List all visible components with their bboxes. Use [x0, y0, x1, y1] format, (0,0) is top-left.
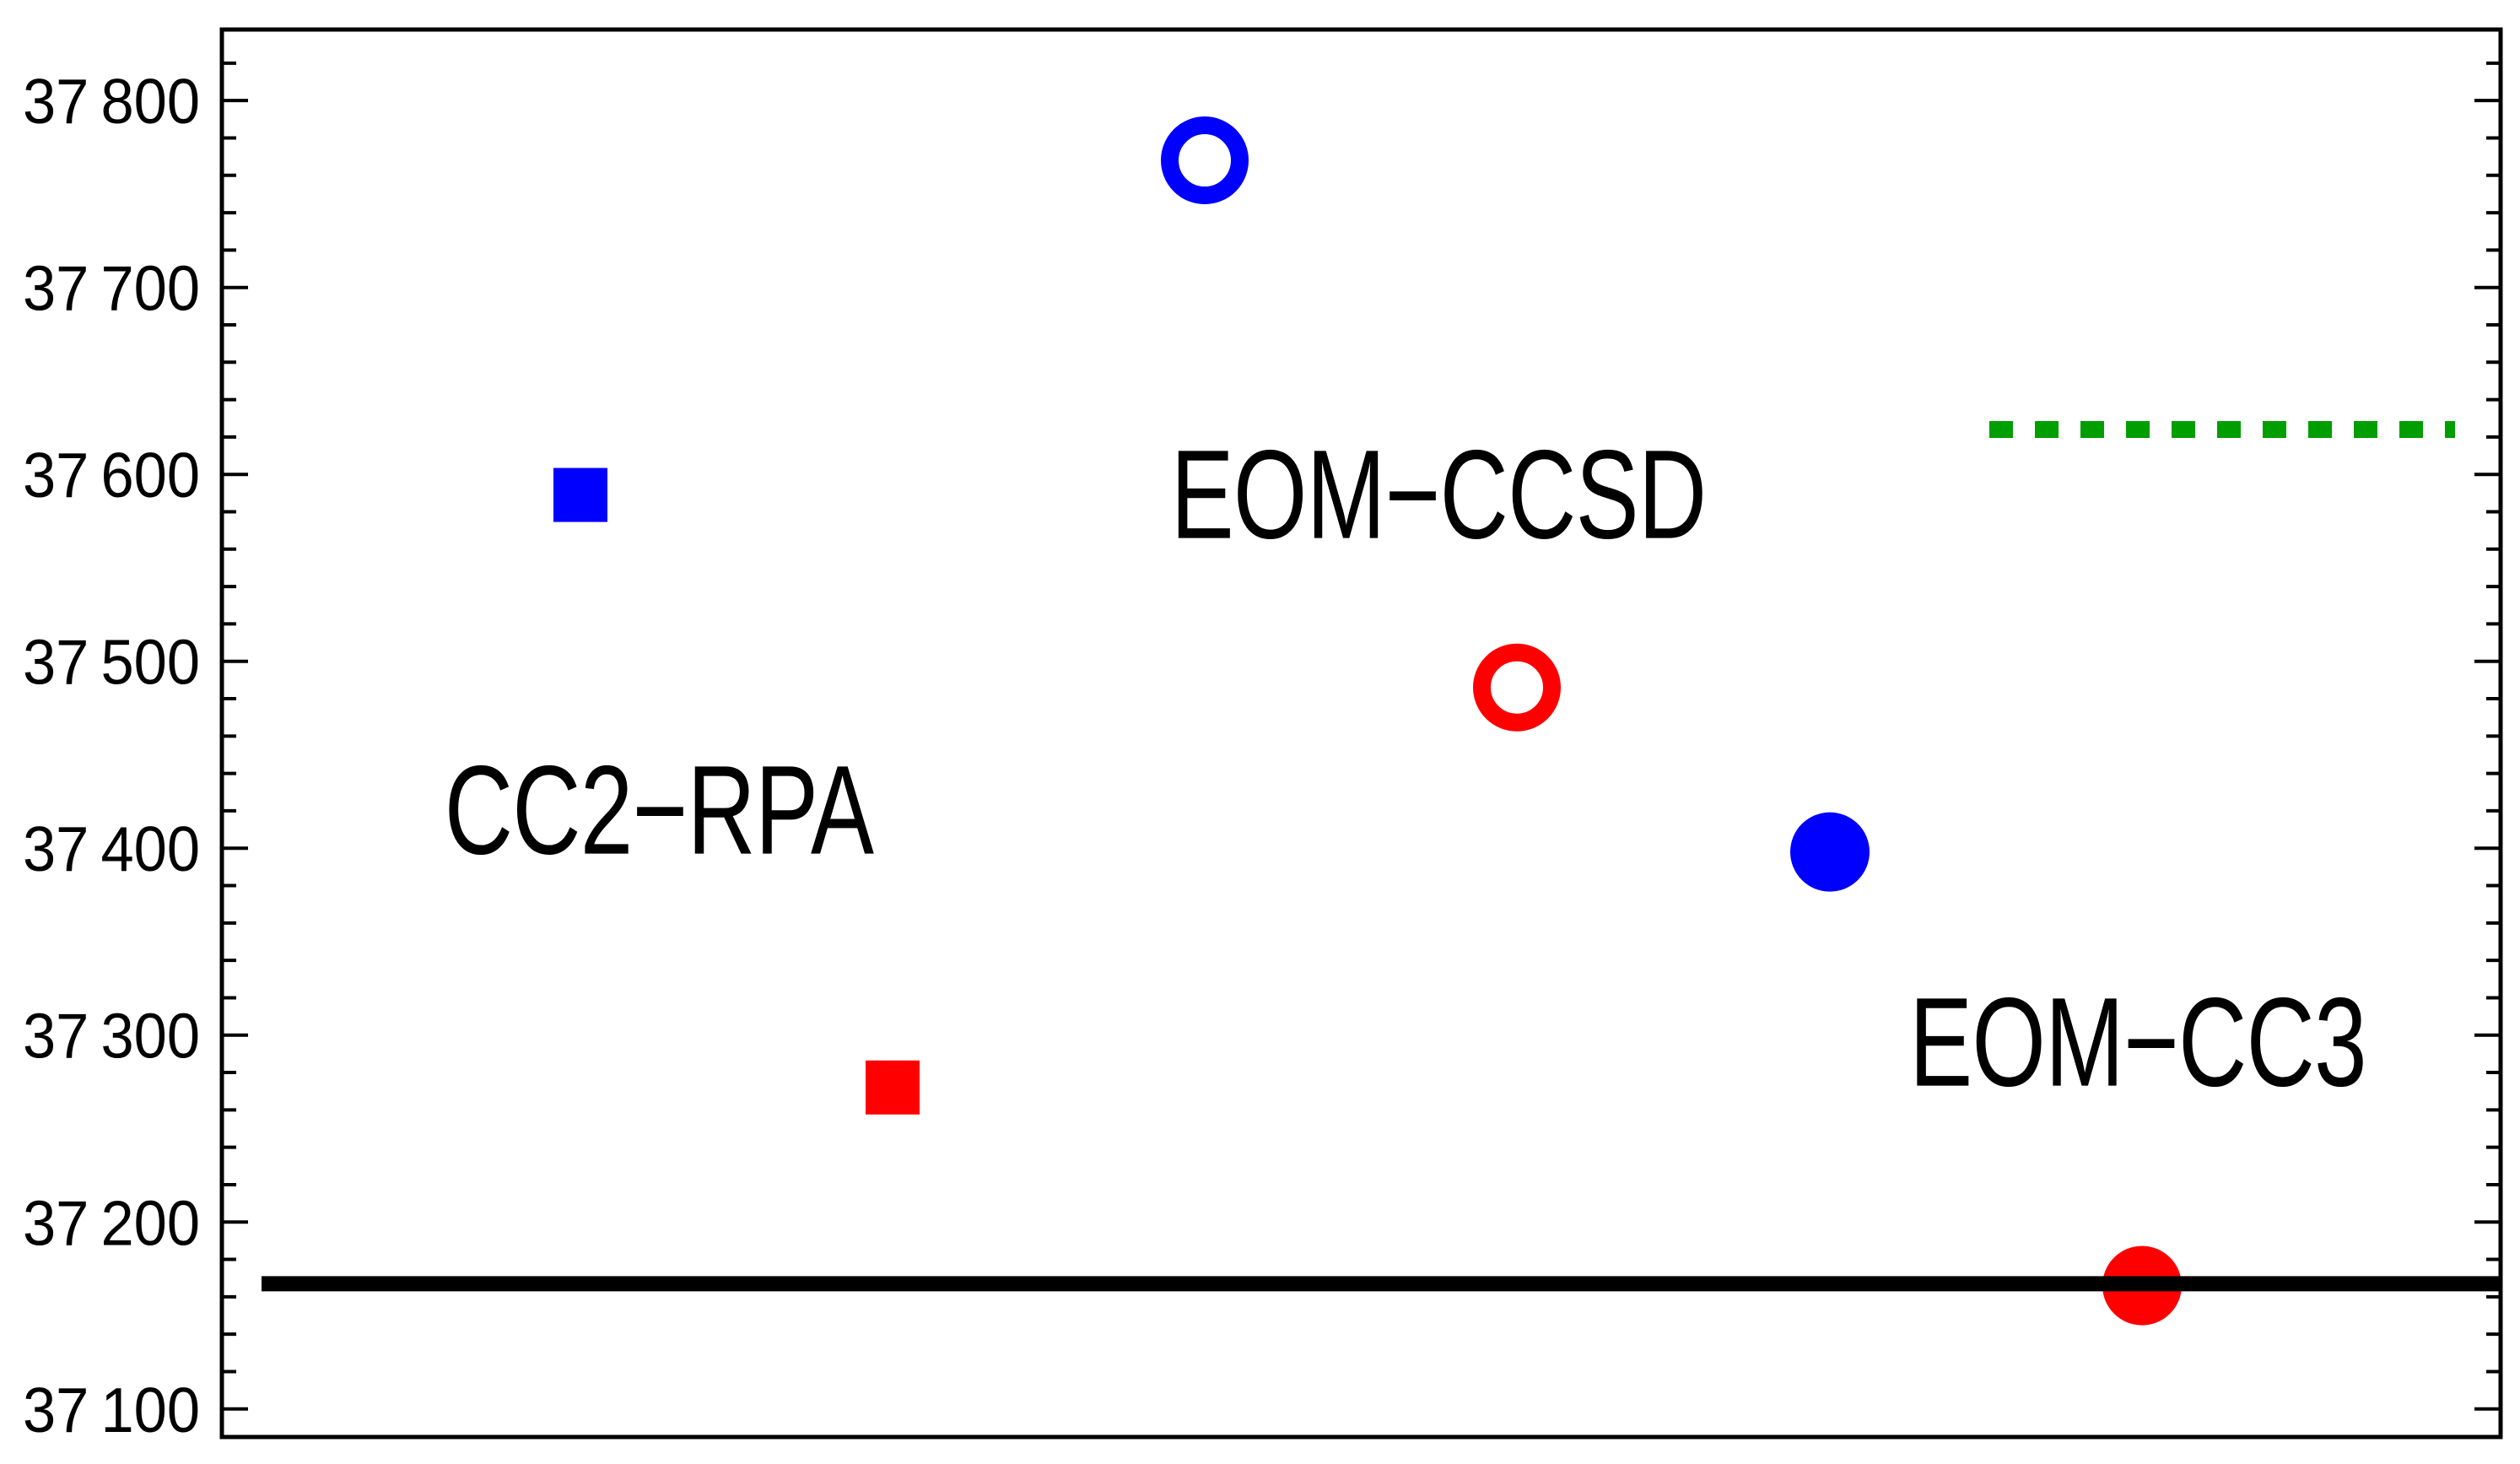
y-tick-label: 37 200 [23, 1187, 200, 1258]
y-tick-label: 37 400 [23, 813, 200, 884]
data-point-blue-square [553, 467, 607, 522]
y-tick-label: 37 700 [23, 253, 200, 324]
y-tick-label: 37 600 [23, 440, 200, 511]
annotation-cc2-rpa: CC2−RPA [444, 738, 874, 881]
annotation-eom-cc3: EOM−CC3 [1909, 970, 2367, 1113]
y-tick-label: 37 800 [23, 66, 200, 137]
data-point-blue-filled-circle [1790, 812, 1870, 892]
plot-frame [219, 27, 2503, 1440]
data-point-blue-open-circle [1161, 116, 1249, 205]
y-tick-label: 37 100 [23, 1375, 200, 1445]
y-tick-label: 37 500 [23, 627, 200, 698]
y-tick-label: 37 300 [23, 1001, 200, 1072]
data-point-red-square [866, 1060, 920, 1115]
data-point-red-open-circle [1473, 643, 1561, 732]
annotation-eom-ccsd: EOM−CCSD [1170, 423, 1707, 565]
